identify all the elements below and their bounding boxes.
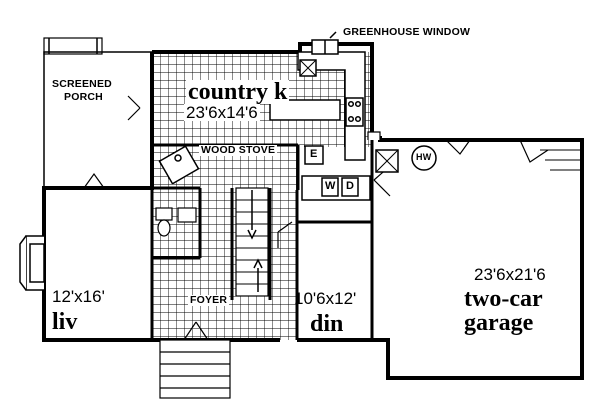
garage-name-line1: two-car [464, 286, 543, 312]
refrigerator [304, 145, 324, 165]
stairs [235, 187, 269, 297]
garage-name-line2: garage [464, 310, 534, 336]
garage-misc [367, 131, 582, 173]
refrigerator-label: E [310, 148, 318, 160]
kitchen-dims: 23'6x14'6 [184, 103, 260, 122]
wood-stove [158, 145, 200, 185]
water-heater-label: HW [416, 152, 432, 162]
dryer-label: D [346, 180, 354, 192]
laundry [301, 175, 371, 201]
powder-room [155, 207, 197, 237]
porch-label-line1: SCREENED [52, 78, 112, 90]
kitchen-counters [269, 51, 366, 161]
greenhouse-window [311, 31, 339, 55]
wood-stove-label: WOOD STOVE [199, 144, 278, 156]
kitchen-name: country k [186, 79, 290, 105]
screened-porch [43, 37, 152, 188]
front-steps [159, 339, 231, 399]
greenhouse-window-label: GREENHOUSE WINDOW [343, 26, 471, 38]
garage-dims: 23'6x21'6 [474, 265, 546, 284]
living-dims: 12'x16' [52, 287, 105, 306]
dining-dims: 10'6x12' [294, 289, 357, 308]
living-name: liv [52, 309, 78, 335]
foyer-label: FOYER [188, 294, 230, 306]
fireplace [19, 235, 45, 291]
dining-name: din [310, 311, 344, 337]
porch-label-line2: PORCH [64, 91, 103, 103]
washer-label: W [325, 180, 336, 192]
